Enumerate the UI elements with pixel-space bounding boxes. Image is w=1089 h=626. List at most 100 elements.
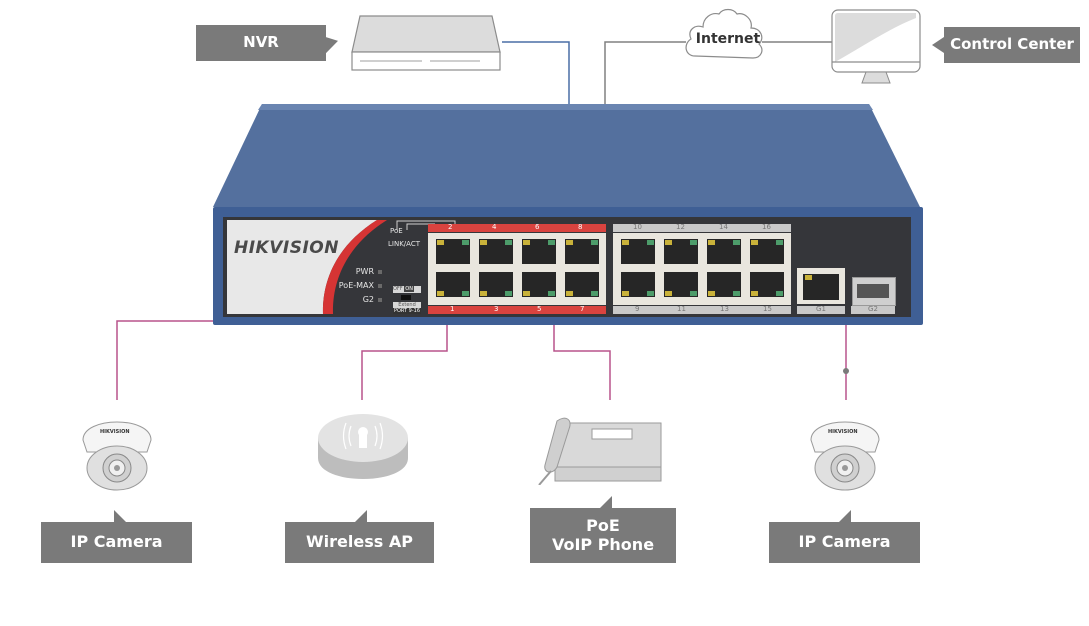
port-led-green bbox=[733, 240, 740, 245]
port-led-yellow bbox=[566, 240, 573, 245]
port-led-green bbox=[647, 240, 654, 245]
poe-bottom-number-bar: 1 3 5 7 bbox=[428, 305, 606, 314]
port-led-yellow bbox=[437, 291, 444, 296]
port-led-green bbox=[505, 240, 512, 245]
port-led-green bbox=[733, 291, 740, 296]
port-led-yellow bbox=[708, 291, 715, 296]
internet-label: Internet bbox=[695, 31, 761, 47]
port-number: 8 bbox=[578, 223, 583, 231]
extend-ports-label: PORT 9-16 bbox=[393, 308, 421, 314]
dip-switch-label: OFF ON bbox=[393, 286, 421, 293]
switch-brand-logo: HIKVISION bbox=[234, 238, 339, 258]
port-number: 7 bbox=[580, 305, 585, 313]
led-g2-indicator bbox=[378, 298, 382, 302]
extend-label: Extend bbox=[393, 302, 421, 308]
port-led-yellow bbox=[751, 240, 758, 245]
legend-poe: PoE bbox=[390, 227, 403, 235]
extend-top-number-bar: 10 12 14 16 bbox=[613, 223, 791, 232]
port-led-yellow bbox=[480, 291, 487, 296]
port-led-yellow bbox=[523, 240, 530, 245]
port-number: 14 bbox=[719, 223, 728, 231]
wireless-ap-icon bbox=[318, 414, 408, 479]
nvr-label: NVR bbox=[196, 25, 338, 61]
rj45-port[interactable] bbox=[750, 239, 784, 264]
poe-top-number-bar: 2 4 6 8 bbox=[428, 223, 606, 232]
port-led-green bbox=[505, 291, 512, 296]
port-number: 6 bbox=[535, 223, 540, 231]
extend-bottom-number-bar: 9 11 13 15 bbox=[613, 305, 791, 314]
port-led-green bbox=[776, 291, 783, 296]
g1-number-bar: G1 bbox=[797, 305, 845, 314]
camera-right-link-dot bbox=[843, 368, 849, 374]
port-led-yellow bbox=[480, 240, 487, 245]
port-number: 15 bbox=[763, 305, 772, 313]
rj45-port[interactable] bbox=[565, 239, 599, 264]
nvr-link-line bbox=[502, 41, 570, 104]
led-label-pwr: PWR bbox=[355, 267, 374, 276]
rj45-port[interactable] bbox=[436, 239, 470, 264]
port-led-yellow bbox=[622, 240, 629, 245]
rj45-port[interactable] bbox=[621, 239, 655, 264]
port-number: 3 bbox=[494, 305, 499, 313]
control-center-label-text: Control Center bbox=[950, 35, 1074, 54]
rj45-port[interactable] bbox=[479, 272, 513, 297]
cloud-icon bbox=[685, 8, 763, 59]
rj45-port[interactable] bbox=[707, 239, 741, 264]
wireless-ap-link-line bbox=[361, 324, 448, 400]
voip-phone-label-line1: PoE bbox=[586, 516, 620, 536]
monitor-icon bbox=[831, 9, 921, 84]
port-led-yellow bbox=[665, 240, 672, 245]
ip-camera-right-label: IP Camera bbox=[769, 510, 920, 563]
port-number: 13 bbox=[720, 305, 729, 313]
led-poe-max-indicator bbox=[378, 284, 382, 288]
rj45-port[interactable] bbox=[664, 239, 698, 264]
rj45-port[interactable] bbox=[479, 239, 513, 264]
dip-off-label: OFF bbox=[393, 286, 403, 292]
nvr-label-text: NVR bbox=[243, 33, 279, 52]
port-number: 11 bbox=[677, 305, 686, 313]
nvr-icon bbox=[351, 15, 501, 71]
led-label-g2: G2 bbox=[362, 295, 374, 304]
port-led-yellow bbox=[708, 240, 715, 245]
port-led-yellow bbox=[523, 291, 530, 296]
voip-phone-label-line2: VoIP Phone bbox=[551, 534, 655, 554]
rj45-port[interactable] bbox=[436, 272, 470, 297]
port-led-yellow bbox=[622, 291, 629, 296]
rj45-port[interactable] bbox=[707, 272, 741, 297]
dome-camera-icon bbox=[810, 421, 880, 491]
camera-brand-label: HIKVISION bbox=[828, 429, 858, 435]
port-number: 12 bbox=[676, 223, 685, 231]
rj45-port[interactable] bbox=[565, 272, 599, 297]
port-led-green bbox=[690, 240, 697, 245]
g2-sfp-port[interactable] bbox=[852, 277, 896, 306]
g1-rj45-port[interactable] bbox=[803, 274, 839, 300]
rj45-port[interactable] bbox=[522, 272, 556, 297]
dome-camera-icon bbox=[82, 421, 152, 491]
port-number: G1 bbox=[816, 305, 826, 313]
port-led-green bbox=[591, 240, 598, 245]
ip-camera-left-label-text: IP Camera bbox=[70, 532, 163, 552]
port-led-green bbox=[548, 291, 555, 296]
port-number: 9 bbox=[635, 305, 640, 313]
voip-phone-label: PoE VoIP Phone bbox=[530, 496, 676, 563]
rj45-port[interactable] bbox=[621, 272, 655, 297]
led-pwr-indicator bbox=[378, 270, 382, 274]
port-led-yellow bbox=[566, 291, 573, 296]
port-number: 16 bbox=[762, 223, 771, 231]
port-led-green bbox=[776, 240, 783, 245]
port-led-green bbox=[462, 291, 469, 296]
port-led-green bbox=[462, 240, 469, 245]
port-number: 4 bbox=[492, 223, 497, 231]
ip-camera-left-label: IP Camera bbox=[41, 510, 192, 563]
port-led-green bbox=[690, 291, 697, 296]
dip-on-label: ON bbox=[404, 286, 414, 292]
rj45-port[interactable] bbox=[664, 272, 698, 297]
control-center-label: Control Center bbox=[932, 27, 1080, 63]
phone-icon bbox=[538, 417, 662, 485]
rj45-port[interactable] bbox=[750, 272, 784, 297]
g2-number-bar: G2 bbox=[851, 305, 895, 314]
dip-switch-toggle[interactable] bbox=[401, 295, 411, 300]
rj45-port[interactable] bbox=[522, 239, 556, 264]
